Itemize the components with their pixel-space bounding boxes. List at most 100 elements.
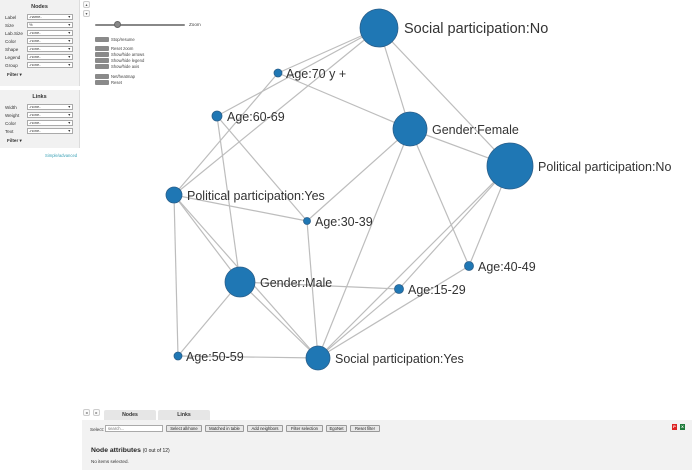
add-neighbors-button[interactable]: Add neighbors xyxy=(247,425,283,432)
node-circle[interactable] xyxy=(303,217,311,225)
filter-selection-button[interactable]: Filter selection xyxy=(286,425,323,432)
setting-label: Color xyxy=(5,38,16,44)
setting-select[interactable]: -none-▼ xyxy=(27,104,73,110)
graph-edge xyxy=(317,128,411,359)
nodes-panel-title: Nodes xyxy=(31,4,48,10)
setting-row: Text-none-▼ xyxy=(0,127,79,135)
graph-node[interactable]: Age:70 y + xyxy=(273,67,346,81)
control-button[interactable]: Net/heatmap xyxy=(95,73,135,79)
control-button[interactable]: Show/hide legend xyxy=(95,57,144,63)
select-all-none-button[interactable]: Select all/none xyxy=(166,425,202,432)
graph-edge xyxy=(317,265,470,359)
setting-select[interactable]: -none-▼ xyxy=(27,30,73,36)
node-circle[interactable] xyxy=(359,8,399,48)
node-circle[interactable] xyxy=(211,110,223,122)
setting-label: Lab.Size xyxy=(5,30,23,36)
graph-node[interactable]: Age:30-39 xyxy=(303,215,373,229)
zoom-slider-track[interactable] xyxy=(95,24,185,26)
control-button[interactable]: Stop/resume xyxy=(95,36,135,42)
links-filter-label: Filter xyxy=(7,138,19,143)
control-label: Reset xyxy=(111,79,122,85)
graph-node[interactable]: Political participation:No xyxy=(486,142,671,190)
control-swatch xyxy=(95,57,109,63)
previous-arrow-button[interactable]: ◂ xyxy=(83,409,90,416)
control-label: Stop/resume xyxy=(111,36,135,42)
setting-select[interactable]: -none- ▼ xyxy=(27,38,73,44)
control-label: Show/hide legend xyxy=(111,57,145,63)
graph-node[interactable]: Gender:Female xyxy=(392,111,519,147)
node-circle[interactable] xyxy=(392,111,428,147)
control-button[interactable]: Show/hide arrows xyxy=(95,51,144,57)
node-circle[interactable] xyxy=(305,345,331,371)
next-arrow-button[interactable]: ▸ xyxy=(93,409,100,416)
chevron-down-icon: ▼ xyxy=(67,39,71,43)
node-circle[interactable] xyxy=(394,284,404,294)
node-label: Political participation:No xyxy=(538,160,671,174)
node-circle[interactable] xyxy=(173,351,183,361)
tab-nodes[interactable]: Nodes xyxy=(104,410,156,420)
control-swatch xyxy=(95,36,109,42)
graph-node[interactable]: Social participation:No xyxy=(359,8,548,48)
control-label: Show/hide axis xyxy=(111,63,140,69)
setting-row: Width-none-▼ xyxy=(0,103,79,111)
node-attributes-count: (0 out of 12) xyxy=(142,448,170,454)
setting-row: Legend-none-▼ xyxy=(0,53,79,61)
node-label: Social participation:No xyxy=(404,21,548,37)
setting-select[interactable]: -none-▼ xyxy=(27,120,73,126)
graph-node[interactable]: Gender:Male xyxy=(224,266,332,298)
setting-value: -none- xyxy=(29,38,41,43)
reset-filter-button[interactable]: Reset filter xyxy=(350,425,380,432)
search-input[interactable] xyxy=(105,425,163,432)
graph-edge xyxy=(239,281,400,290)
excel-export-icon[interactable]: X xyxy=(680,424,685,430)
graph-edge xyxy=(306,128,411,222)
chevron-down-icon: ▼ xyxy=(67,15,71,19)
node-circle[interactable] xyxy=(165,186,183,204)
setting-select[interactable]: -none-▼ xyxy=(27,46,73,52)
graph-edge xyxy=(173,194,308,222)
graph-edge xyxy=(216,115,241,283)
pdf-export-icon[interactable]: P xyxy=(672,424,677,430)
graph-node[interactable]: Political participation:Yes xyxy=(165,186,325,204)
setting-row: Lab.Size -none-▼ xyxy=(0,29,79,37)
control-button[interactable]: Show/hide axis xyxy=(95,63,139,69)
node-circle[interactable] xyxy=(273,68,283,78)
egonet-button[interactable]: EgoNet xyxy=(326,425,347,432)
graph-edge xyxy=(378,27,511,167)
graph-node[interactable]: Social participation:Yes xyxy=(305,345,464,371)
setting-value: -none- xyxy=(29,120,41,125)
graph-node[interactable]: Age:15-29 xyxy=(394,283,466,297)
setting-select[interactable]: -none-▼ xyxy=(27,128,73,134)
node-label: Age:30-39 xyxy=(315,215,373,229)
collapse-up-button[interactable]: ▴ xyxy=(83,1,90,8)
matched-in-table-button[interactable]: Matched in table xyxy=(205,425,244,432)
setting-select[interactable]: -name-▼ xyxy=(27,14,73,20)
graph-edge xyxy=(306,220,319,359)
node-circle[interactable] xyxy=(464,261,474,271)
setting-select[interactable]: -none-▼ xyxy=(27,62,73,68)
setting-row: Weight-none-▼ xyxy=(0,111,79,119)
chevron-down-icon: ▾ xyxy=(19,138,22,143)
setting-select[interactable]: -none-▼ xyxy=(27,54,73,60)
graph-node[interactable]: Age:40-49 xyxy=(464,260,536,274)
collapse-down-button[interactable]: ▾ xyxy=(83,10,90,17)
graph-node[interactable]: Age:50-59 xyxy=(173,350,244,364)
simple-advanced-link[interactable]: Simple/advanced xyxy=(45,153,78,158)
control-button[interactable]: Reset xyxy=(95,79,122,85)
graph-node[interactable]: Age:60-69 xyxy=(211,110,285,124)
graph-edge xyxy=(409,128,470,267)
setting-label: Color xyxy=(5,120,16,126)
zoom-slider-handle[interactable] xyxy=(114,21,121,28)
tab-links[interactable]: Links xyxy=(158,410,210,420)
links-filter-button[interactable]: Filter ▾ xyxy=(0,135,79,144)
node-circle[interactable] xyxy=(486,142,534,190)
setting-select[interactable]: -none-▼ xyxy=(27,112,73,118)
control-button[interactable]: Reset zoom xyxy=(95,45,133,51)
graph-edge xyxy=(239,281,319,359)
nodes-filter-button[interactable]: Filter ▾ xyxy=(0,69,79,78)
node-circle[interactable] xyxy=(224,266,256,298)
setting-row: Label-name-▼ xyxy=(0,13,79,21)
setting-select[interactable]: %▼ xyxy=(27,22,73,28)
